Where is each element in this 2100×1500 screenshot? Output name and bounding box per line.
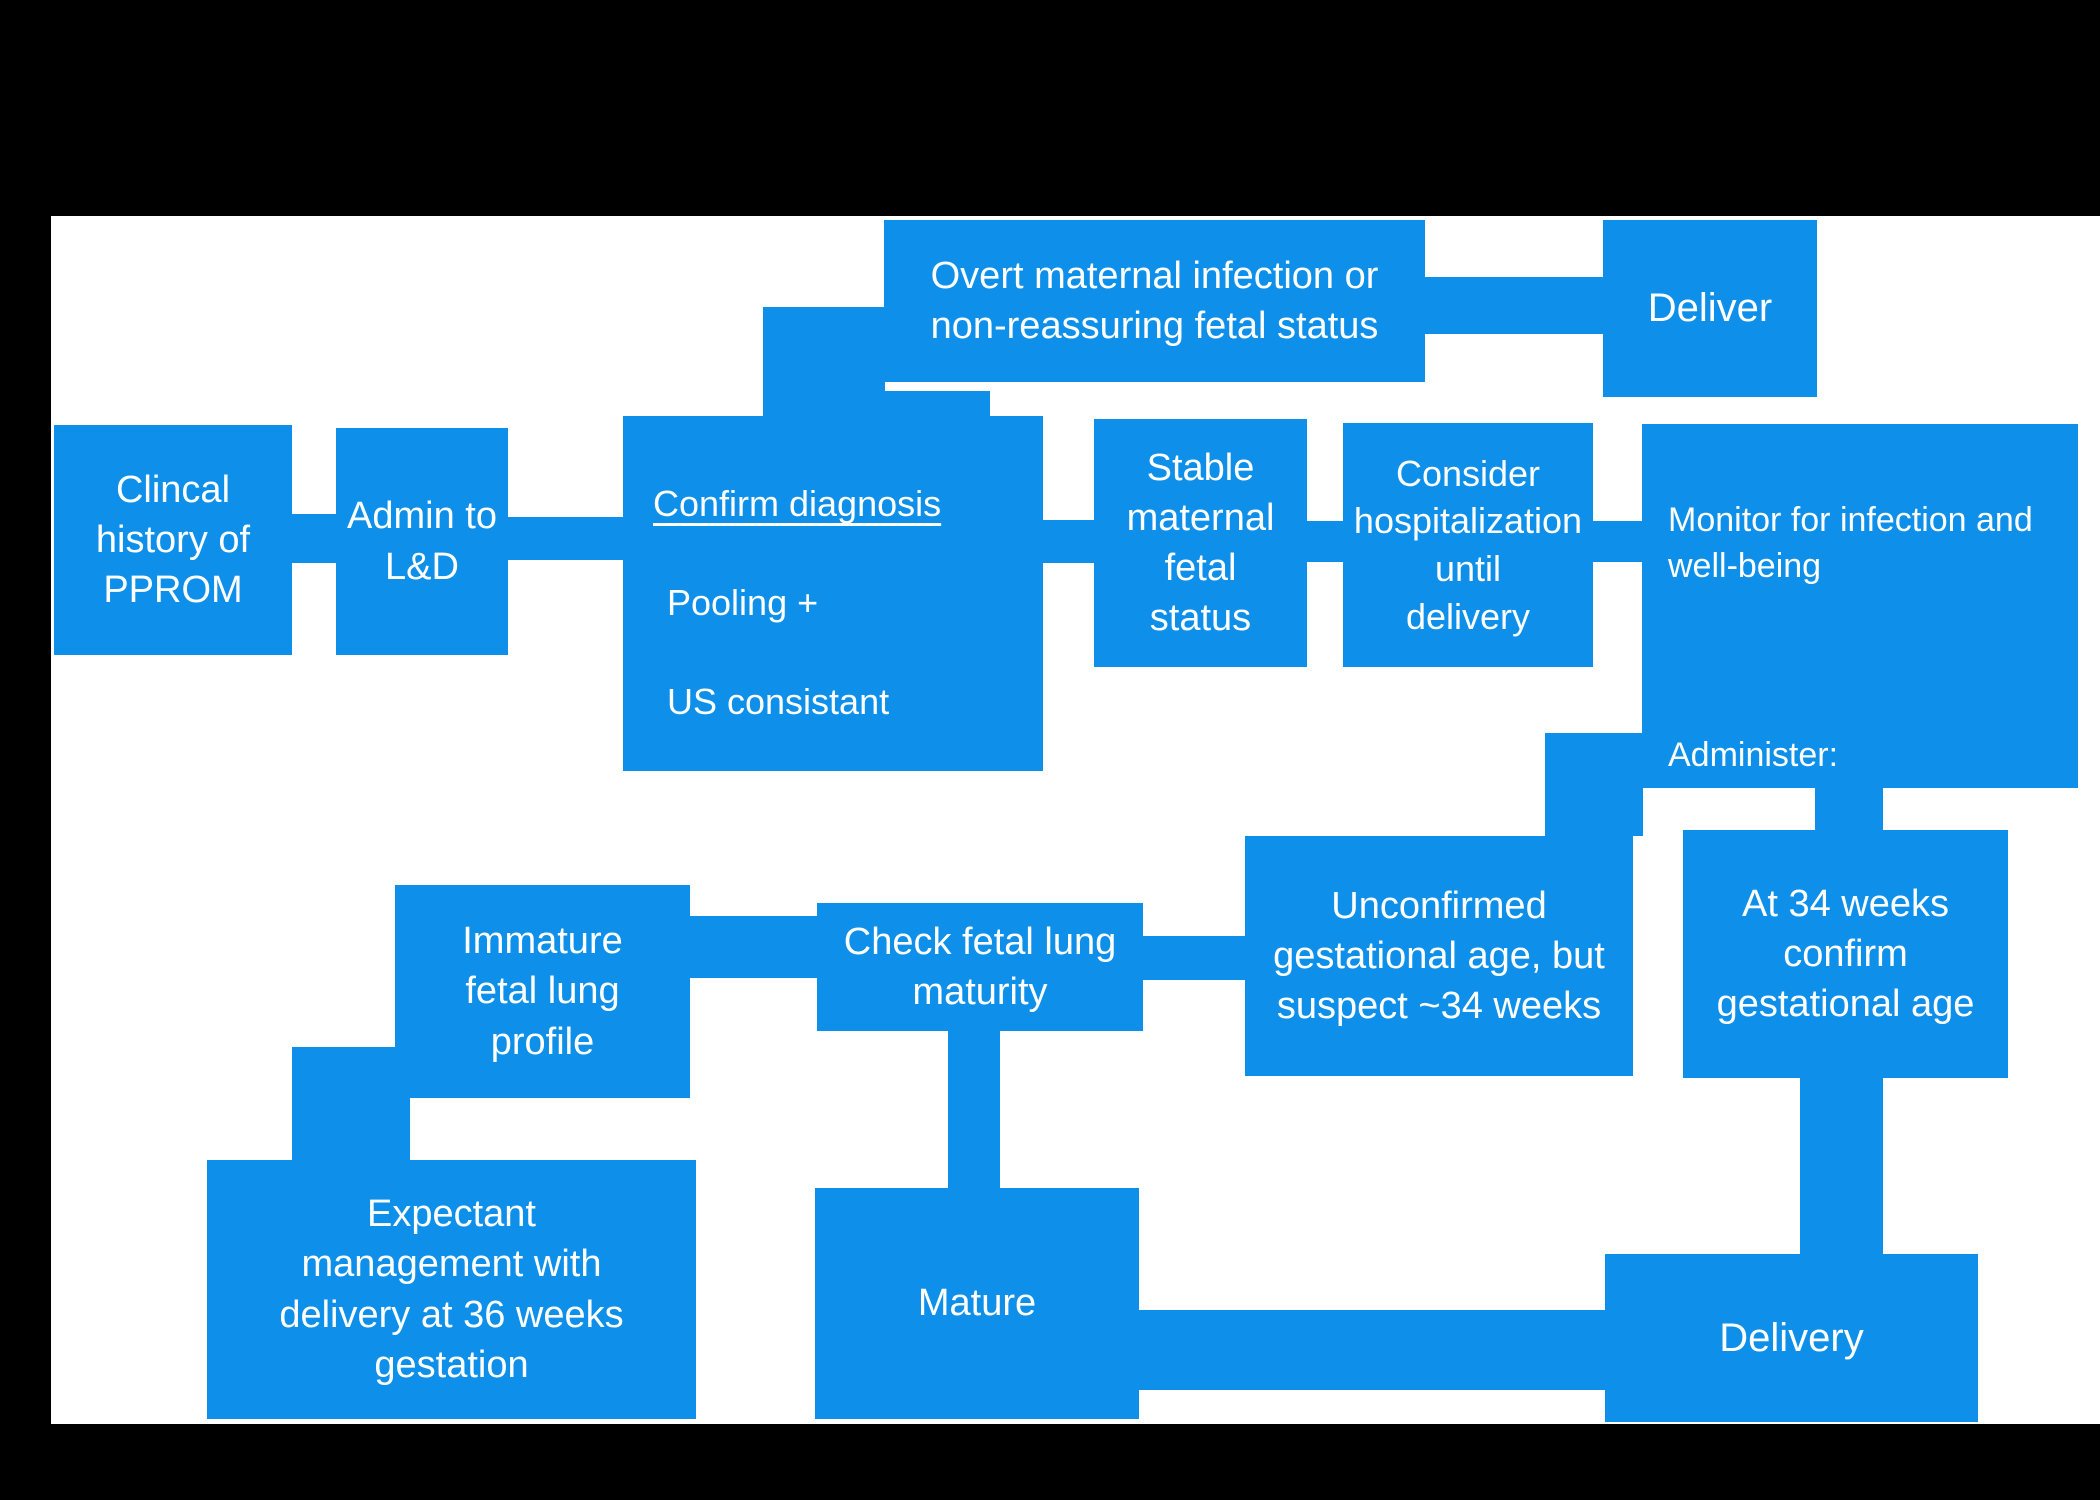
confirm-diagnosis-title: Confirm diagnosis <box>653 483 942 525</box>
connector-clinical-to-admit <box>292 514 336 563</box>
connector-mature-to-delivery <box>1139 1310 1605 1390</box>
connector-check-to-mature <box>948 1031 1000 1189</box>
connector-confirm-to-overt <box>763 307 885 417</box>
connector-monitor-to-at34 <box>1815 788 1883 832</box>
node-stable-status: Stable maternal fetal status <box>1094 419 1307 667</box>
node-immature-fetal-lung: Immature fetal lung profile <box>395 885 690 1098</box>
connector-stable-to-consider <box>1307 521 1343 562</box>
node-clinical-history: Clincal history of PPROM <box>54 425 292 655</box>
connector-monitor-to-unconfirmed <box>1545 733 1643 836</box>
node-confirm-diagnosis: Confirm diagnosis Pooling + US consistan… <box>623 416 1043 1116</box>
node-at-34-weeks-confirm: At 34 weeks confirm gestational age <box>1683 830 2008 1078</box>
connector-consider-to-monitor <box>1593 521 1642 562</box>
connector-confirm-to-stable <box>1043 520 1094 563</box>
confirm-item-nitrazine: Nitrazine and Ferntests <box>667 779 1040 821</box>
node-expectant-management: Expectant management with delivery at 36… <box>207 1160 696 1419</box>
node-admit-to-ld: Admin to L&D <box>336 428 508 655</box>
connector-overt-to-deliver <box>1425 277 1603 334</box>
node-delivery: Delivery <box>1605 1254 1978 1422</box>
node-check-fetal-lung-maturity: Check fetal lung maturity <box>817 903 1143 1031</box>
node-monitor-infection: Monitor for infection and well-being Adm… <box>1642 424 2078 958</box>
connector-at34-to-delivery <box>1800 1078 1883 1255</box>
connector-confirm-to-overt-stub <box>885 391 990 417</box>
node-consider-hospitalization: Consider hospitalization until delivery <box>1343 423 1593 667</box>
confirm-item-us: US consistant <box>667 680 890 722</box>
connector-immature-to-check <box>690 916 817 978</box>
node-deliver: Deliver <box>1603 220 1817 397</box>
confirm-item-amnisure: Amnisure <box>667 877 820 919</box>
node-mature: Mature <box>815 1188 1139 1419</box>
confirm-item-pooling: Pooling + <box>667 581 819 623</box>
confirm-item-rom-plus: ROM Plus <box>667 1075 832 1117</box>
connector-admit-to-confirm <box>508 517 623 560</box>
node-unconfirmed-gestational-age: Unconfirmed gestational age, but suspect… <box>1245 836 1633 1076</box>
connector-check-to-unconfirmed <box>1143 936 1245 980</box>
connector-immature-to-expectant <box>292 1047 410 1161</box>
node-overt-infection: Overt maternal infection or non-reassuri… <box>884 220 1425 382</box>
monitor-intro: Monitor for infection and well-being <box>1668 500 2033 585</box>
administer-label: Administer: <box>1668 736 1839 775</box>
monitor-spacer <box>1668 636 2078 688</box>
